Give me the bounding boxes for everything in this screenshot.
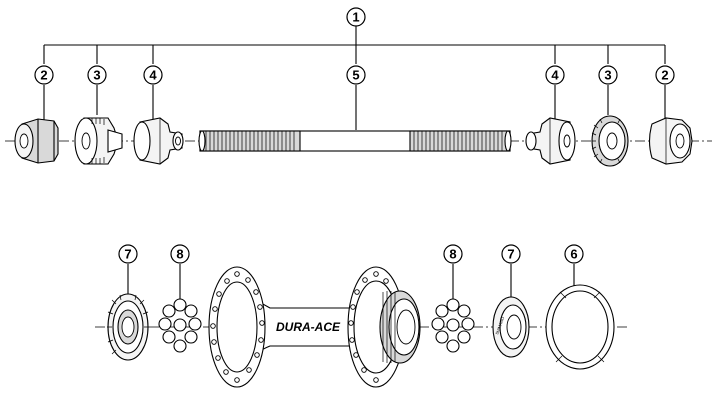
lock-nut-left (14, 118, 59, 164)
callout-6: 6 (564, 244, 584, 264)
ball-bearings-right (431, 298, 475, 353)
svg-text:3: 3 (604, 68, 611, 83)
callout-1: 1 (346, 7, 366, 27)
cone-right (591, 115, 629, 167)
lock-nut-right (648, 117, 693, 165)
svg-text:4: 4 (149, 68, 157, 83)
callout-5: 5 (346, 65, 366, 85)
callout-4-left: 4 (143, 65, 163, 85)
hub-brand-label: DURA-ACE (276, 320, 341, 334)
lock-ring (545, 284, 615, 370)
svg-text:6: 6 (570, 247, 577, 262)
callout-1-bracket (43, 26, 666, 64)
ball-bearings-left (158, 298, 202, 353)
axle-thread-left (205, 131, 295, 151)
svg-text:3: 3 (93, 68, 100, 83)
callout-3-right: 3 (598, 65, 618, 85)
callout-3-left: 3 (87, 65, 107, 85)
hub-axle (198, 130, 512, 152)
callout-7-right: 7 (501, 244, 521, 264)
svg-text:5: 5 (352, 68, 359, 83)
svg-text:1: 1 (352, 10, 359, 25)
svg-text:7: 7 (507, 247, 514, 262)
spoke-holes-left (210, 271, 265, 383)
bearing-cup-right: SHIMANO (492, 296, 530, 358)
bearing-cup-left (107, 293, 149, 361)
callout-4-right: 4 (545, 65, 565, 85)
spoke-holes-right (348, 271, 389, 383)
svg-text:2: 2 (661, 68, 668, 83)
cone-left (74, 117, 123, 165)
callout-2-right: 2 (655, 65, 675, 85)
svg-text:4: 4 (551, 68, 559, 83)
hub-body: DURA-ACE (208, 266, 421, 388)
svg-text:8: 8 (176, 247, 183, 262)
svg-text:7: 7 (124, 247, 131, 262)
callout-8-left: 8 (170, 244, 190, 264)
callout-8-right: 8 (443, 244, 463, 264)
bearing-cone-right (525, 117, 576, 165)
bearing-cone-left (133, 117, 184, 165)
callout-2-left: 2 (34, 65, 54, 85)
callout-7-left: 7 (118, 244, 138, 264)
svg-text:2: 2 (40, 68, 47, 83)
axle-thread-right (413, 131, 503, 151)
svg-text:8: 8 (449, 247, 456, 262)
upper-leader-lines (43, 85, 666, 130)
cone-marking-label: SHIMANO (494, 316, 505, 335)
